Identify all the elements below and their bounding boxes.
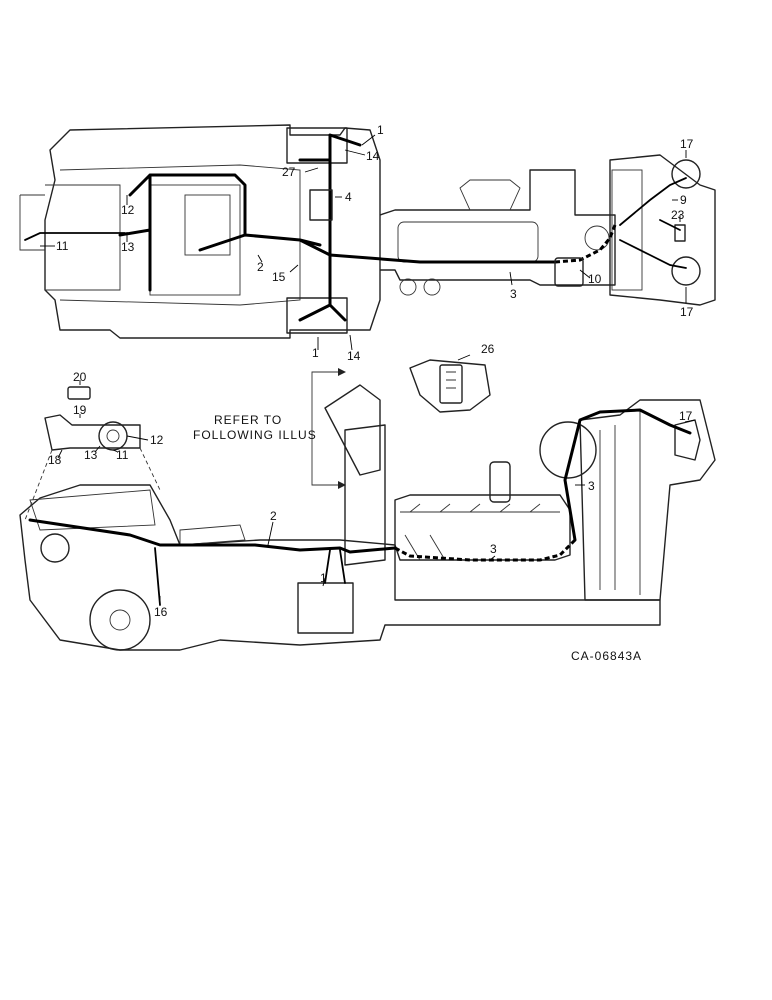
radiator-side — [579, 399, 716, 601]
fan-side — [539, 421, 597, 479]
callout-9: 9 — [680, 193, 687, 207]
harness-14-top — [298, 133, 362, 322]
harness-3-up — [563, 408, 692, 542]
gauge-11-inner — [106, 429, 120, 443]
callout-23: 23 — [671, 208, 685, 222]
headlight-lower-top — [671, 256, 701, 286]
front-wheel-hub-top-2 — [423, 278, 441, 296]
air-intake-side — [489, 461, 511, 503]
callout-26: 26 — [481, 342, 495, 356]
callout-3-side-lower: 3 — [490, 542, 497, 556]
relay-4 — [309, 189, 333, 221]
callout-17-top: 17 — [680, 137, 694, 151]
callout-1-lower-top: 1 — [312, 346, 319, 360]
gauge-11 — [98, 421, 128, 451]
callout-15: 15 — [272, 270, 286, 284]
battery-box-lower — [286, 297, 348, 334]
battery-box-upper — [286, 127, 348, 164]
grille-side-lines — [599, 410, 641, 595]
callout-16: 16 — [154, 605, 168, 619]
pto-hub — [40, 533, 70, 563]
left-fender — [19, 194, 45, 251]
callout-11-top: 11 — [56, 239, 69, 253]
callout-20: 20 — [73, 370, 87, 384]
reference-note-line2: FOLLOWING ILLUS — [193, 428, 317, 442]
side-view — [19, 368, 716, 651]
callout-14-lower: 14 — [347, 349, 361, 363]
reference-arrow-bottom — [338, 481, 346, 489]
rear-wheel-hub-inner — [109, 609, 131, 631]
callout-3-top: 3 — [510, 287, 517, 301]
horn-23 — [674, 224, 686, 242]
callout-4: 4 — [345, 190, 352, 204]
callout-17-side: 17 — [679, 409, 693, 423]
harness-3-side — [394, 538, 577, 562]
harness-3-top — [554, 224, 617, 264]
callout-13-top: 13 — [121, 240, 135, 254]
drawing-number: CA-06843A — [571, 649, 642, 663]
switch-20 — [67, 386, 91, 400]
reference-arrow-top — [338, 368, 346, 376]
reference-note-line1: REFER TO — [214, 413, 282, 427]
callout-1-side: 1 — [320, 571, 327, 585]
harness-11-top — [24, 232, 126, 241]
grille-top-outline — [609, 154, 716, 306]
engine-block-top — [397, 221, 539, 263]
transmission-top — [179, 524, 246, 546]
rear-box — [45, 184, 121, 291]
callout-labels: 1 14 27 4 12 13 11 2 15 1 14 3 10 17 9 2… — [48, 123, 694, 619]
inset-dashed-lead — [24, 447, 161, 521]
leader-lines — [40, 134, 696, 604]
callout-1-top: 1 — [377, 123, 384, 137]
seat-cushion — [184, 194, 231, 256]
callout-19: 19 — [73, 403, 87, 417]
callout-10: 10 — [588, 272, 602, 286]
inset-26-bolt — [446, 371, 456, 389]
harness-2-top — [118, 173, 557, 292]
fan-hub-top — [584, 225, 610, 251]
front-wheel-hub-top-1 — [399, 278, 417, 296]
inset-panel — [44, 414, 141, 451]
harness-1-side — [324, 549, 346, 584]
steering-console — [324, 384, 381, 476]
headlight-side — [674, 419, 701, 461]
callout-2-side: 2 — [270, 509, 277, 523]
top-view — [19, 124, 716, 339]
callout-12-side: 12 — [150, 433, 164, 447]
callout-14-top: 14 — [366, 149, 380, 163]
inset-26 — [409, 359, 491, 413]
inset-26-switch — [439, 364, 463, 404]
reference-bracket — [311, 371, 338, 486]
callout-17-top-lower: 17 — [680, 305, 694, 319]
harness-16-side — [154, 547, 161, 606]
inset-26-bracket — [409, 359, 491, 413]
rear-body-outline — [19, 484, 661, 651]
headlight-upper-top — [671, 159, 701, 189]
rear-wheel-hub — [89, 589, 151, 651]
engine-valve-cover — [400, 503, 560, 513]
rear-housing-outline — [44, 124, 381, 339]
harness-front-top — [619, 177, 687, 269]
callout-12-top: 12 — [121, 203, 135, 217]
harness-2-side — [28, 518, 397, 554]
dash-panel — [344, 424, 386, 566]
engine-side-outline — [394, 494, 571, 561]
callout-2-top: 2 — [257, 260, 264, 274]
engine-frame-top — [379, 169, 616, 286]
callout-13-side: 13 — [84, 448, 98, 462]
air-cleaner-top — [459, 179, 521, 211]
radiator-top — [611, 169, 643, 291]
callout-3-side-upper: 3 — [588, 479, 595, 493]
callout-18: 18 — [48, 453, 62, 467]
battery-side — [297, 582, 354, 634]
rear-housing-inner — [59, 164, 301, 306]
callout-11-side: 11 — [116, 448, 129, 462]
callout-27: 27 — [282, 165, 296, 179]
